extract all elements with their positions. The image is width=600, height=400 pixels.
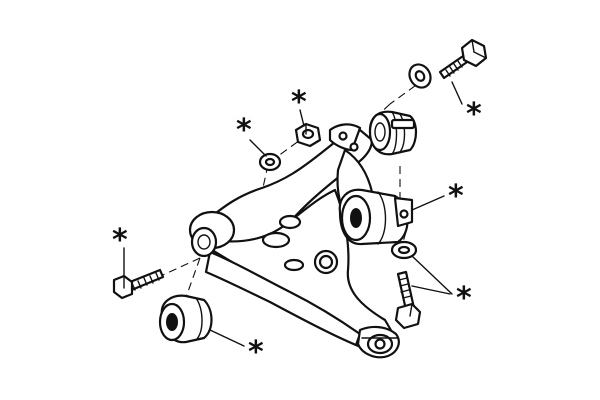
marker-rear-bolt: * bbox=[466, 97, 482, 132]
rear-washer-top bbox=[408, 63, 432, 89]
upper-bushing-bracket bbox=[390, 118, 416, 130]
front-bolt bbox=[112, 268, 165, 300]
leader-lower-washer bbox=[411, 255, 453, 295]
washer-lower bbox=[390, 240, 418, 260]
marker-nut: * bbox=[291, 85, 307, 120]
leader-lower-bolt bbox=[411, 285, 451, 295]
marker-front-bolt: * bbox=[112, 223, 128, 258]
leader-lines bbox=[123, 81, 463, 347]
markers: * * * * * * * bbox=[112, 85, 482, 370]
nut bbox=[294, 122, 322, 148]
front-bolt-head bbox=[112, 274, 134, 300]
lower-bolt bbox=[394, 270, 422, 330]
washer-upper bbox=[258, 152, 282, 172]
rear-bolt-top bbox=[438, 38, 488, 80]
top-flange-hole-2 bbox=[349, 142, 359, 152]
leader-rear-bolt bbox=[451, 81, 463, 105]
front-pivot-inner bbox=[197, 234, 211, 250]
marker-front-bushing: * bbox=[248, 335, 264, 370]
leader-front-bushing bbox=[209, 329, 245, 347]
alignment-line-front-bushing bbox=[184, 257, 201, 301]
front-bushing bbox=[158, 294, 213, 344]
rear-boss-hole bbox=[318, 254, 334, 270]
web-hole-2 bbox=[261, 231, 291, 249]
leader-nut bbox=[299, 109, 305, 127]
leader-rear-bushing bbox=[411, 195, 445, 211]
marker-lower-bolt: * bbox=[456, 281, 472, 316]
lower-rear-bushing-bore bbox=[350, 208, 362, 228]
marker-upper-washer: * bbox=[236, 113, 252, 148]
upper-rear-bushing-face bbox=[368, 112, 392, 152]
front-bushing-bore bbox=[166, 313, 178, 331]
leader-upper-washer bbox=[249, 139, 267, 157]
top-flange-hole bbox=[338, 131, 348, 141]
marker-rear-bushing: * bbox=[448, 179, 464, 214]
web-hole-1 bbox=[278, 214, 302, 230]
front-pivot-bore bbox=[190, 226, 218, 258]
upper-rear-bushing bbox=[368, 110, 418, 156]
web-hole-3 bbox=[283, 258, 305, 272]
lower-bolt-head bbox=[394, 302, 422, 330]
alignment-line-washer bbox=[257, 164, 269, 211]
ball-joint-pin bbox=[374, 338, 386, 350]
lower-rear-bushing bbox=[338, 188, 414, 246]
